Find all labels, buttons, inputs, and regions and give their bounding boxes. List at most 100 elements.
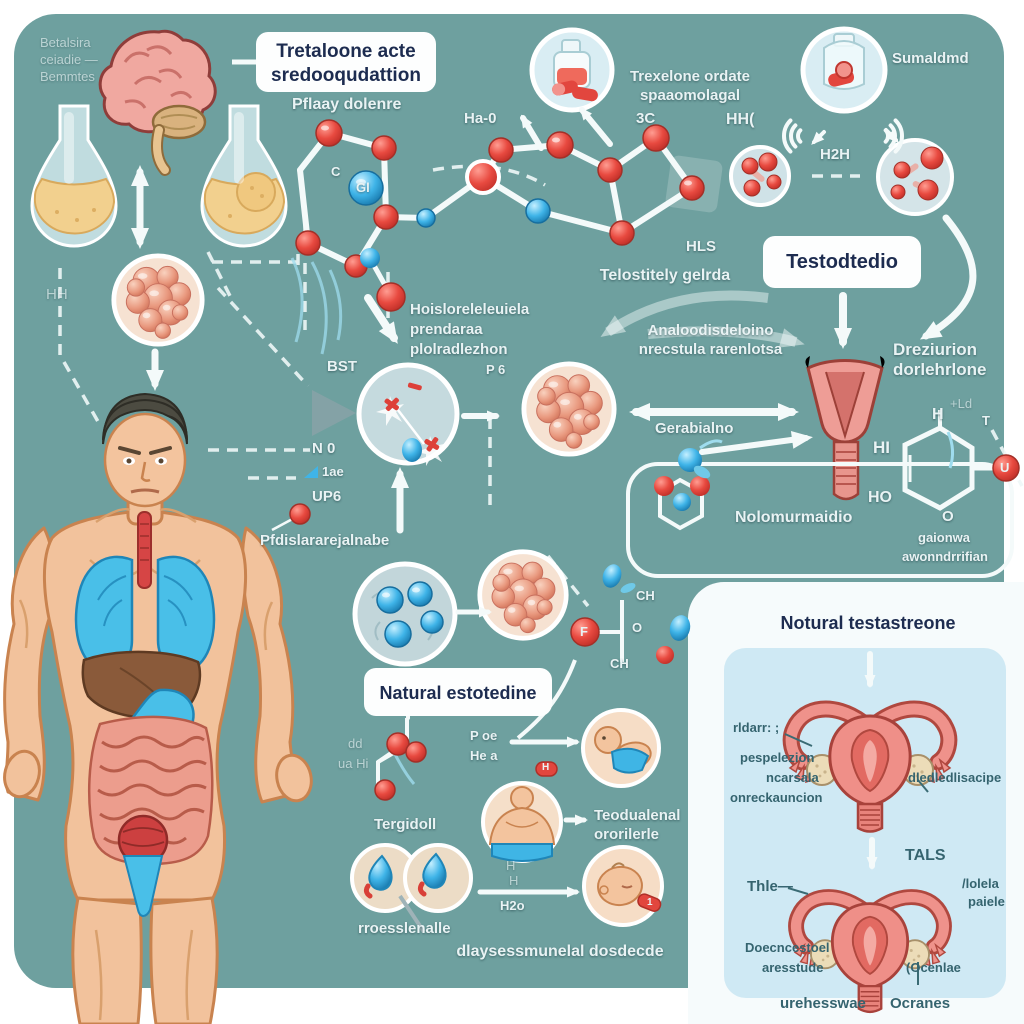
chem-u-label: U xyxy=(1000,460,1010,475)
n0-label: N 0 xyxy=(312,440,336,457)
testes-molecule xyxy=(374,718,427,801)
hh-left-label: HH xyxy=(46,286,68,303)
ua-hi-label: ua Hi xyxy=(338,756,369,771)
brain-illustration xyxy=(98,29,217,176)
atom-c-label: C xyxy=(331,164,341,179)
h-stack-3: H2o xyxy=(500,898,525,913)
chem-h-label: H xyxy=(932,406,944,423)
gaionwa-label: gaionwa xyxy=(918,530,971,545)
enzyme-reaction-circle xyxy=(312,362,460,466)
testodtedio-label: Testodtedio xyxy=(786,251,898,273)
atom-gl-label: Gl xyxy=(356,180,370,195)
he-a-label: He a xyxy=(470,748,498,763)
chemical-ring-right xyxy=(902,410,996,511)
baby-head-circle-icon xyxy=(582,845,664,927)
cell-cluster-center xyxy=(524,364,614,454)
pill-h-label: H xyxy=(542,762,550,773)
testes-circles-icon xyxy=(350,843,473,934)
chem2-o-label: O xyxy=(632,620,643,635)
mini-molecule xyxy=(290,248,406,355)
rroesslenalle-label: rroesslenalle xyxy=(358,920,451,937)
muscular-man-circle-icon xyxy=(481,781,563,863)
jar-circle-icon xyxy=(800,26,888,114)
nolomurmaidio-label: Nolomurmaidio xyxy=(735,509,853,526)
doecncestoel-label: Doecncestoel xyxy=(745,940,830,955)
chem-t-label: T xyxy=(982,413,990,428)
ha0-label: Ha-0 xyxy=(464,110,497,127)
small-chemical-structure xyxy=(516,564,691,740)
p6-label: P 6 xyxy=(486,362,506,377)
hhl-label: HH( xyxy=(726,111,755,128)
blue-cell-circle xyxy=(352,561,458,667)
up6-label: UP6 xyxy=(312,488,342,505)
chem2-ch-top-label: CH xyxy=(636,588,655,603)
chem-hld-label: +Ld xyxy=(950,396,973,411)
red-pill-icon xyxy=(535,761,558,777)
pituitary-label: Pflaay dolenre xyxy=(292,96,402,113)
vial-circle-icon xyxy=(529,27,615,113)
rldarr-label: rldarr: ; xyxy=(733,720,780,735)
ocenlae-label: (Ocenlae xyxy=(906,960,961,975)
inset-pointer-lines xyxy=(784,733,929,985)
note-top-left: Betalsira ceiadie —Bemmtes xyxy=(40,35,98,84)
urehesswae-label: urehesswae xyxy=(780,995,866,1012)
callout-hexagon-molecule xyxy=(654,476,710,531)
testes-gland-label: Telostitely gelrda xyxy=(599,267,731,284)
jar-label: Sumaldmd xyxy=(892,50,969,67)
cell-cluster-top xyxy=(114,256,202,344)
pfd-label: Pfdislararejalnabe xyxy=(260,532,390,549)
uterus-organ xyxy=(805,356,885,501)
dd-label: dd xyxy=(348,736,363,751)
tergidoll-label: Tergidoll xyxy=(374,816,437,833)
flow-arrows xyxy=(131,106,977,898)
h-stack-2: H xyxy=(509,873,519,888)
pespelezion-label: pespelezion xyxy=(740,750,815,765)
baby-pill-label: 1 xyxy=(647,897,653,908)
p-oe-label: P oe xyxy=(470,728,498,743)
ocranes-label: Ocranes xyxy=(890,995,951,1012)
baby-circle-icon xyxy=(581,708,661,788)
inset-title: Notural testastreone xyxy=(780,613,956,633)
h-stack-1: H xyxy=(506,858,516,873)
awonndrrifian-label: awonndrrifian xyxy=(902,549,988,564)
wifi-signal-left xyxy=(782,118,803,154)
chemical-ring-red-atom xyxy=(992,454,1020,482)
aresstude-label: aresstude xyxy=(762,960,824,975)
paiele-label: paiele xyxy=(968,894,1005,909)
callout-outline-box xyxy=(626,462,1014,578)
white-label-boxes xyxy=(256,32,921,716)
ncarsala-label: ncarsala xyxy=(766,770,819,785)
flask-right xyxy=(200,104,288,248)
tals-label: TALS xyxy=(905,847,946,864)
cell-cluster-lower xyxy=(480,552,566,638)
small-blue-arrow-glyph xyxy=(304,466,318,478)
flask-left xyxy=(30,104,118,248)
chem-o-label: O xyxy=(942,508,954,525)
soft-curved-arrows xyxy=(600,290,805,348)
molecule-network xyxy=(295,119,723,278)
bst-label: BST xyxy=(327,358,357,375)
gerabialno-molecule xyxy=(678,439,723,479)
human-anatomy-figure xyxy=(3,392,313,1024)
molecule-circle-b xyxy=(876,138,954,216)
molecule-circle-a xyxy=(729,145,791,207)
chem-ho-label: HO xyxy=(868,489,892,506)
thle-label: Thle— xyxy=(747,878,793,895)
hls-label: HLS xyxy=(686,238,716,255)
onreckauncion-label: onreckauncion xyxy=(730,790,823,805)
chem2-f-label: F xyxy=(580,624,588,639)
h2h-label: H2H xyxy=(820,146,851,163)
chem2-ch-bottom-label: CH xyxy=(610,656,629,671)
gerabialno-label: Gerabialno xyxy=(655,420,734,437)
c3-label: 3C xyxy=(636,110,656,127)
red-sphere-pointer xyxy=(271,503,311,532)
ae-label: 1ae xyxy=(322,464,344,479)
natural-esto-label: Natural estotedine xyxy=(379,683,537,703)
